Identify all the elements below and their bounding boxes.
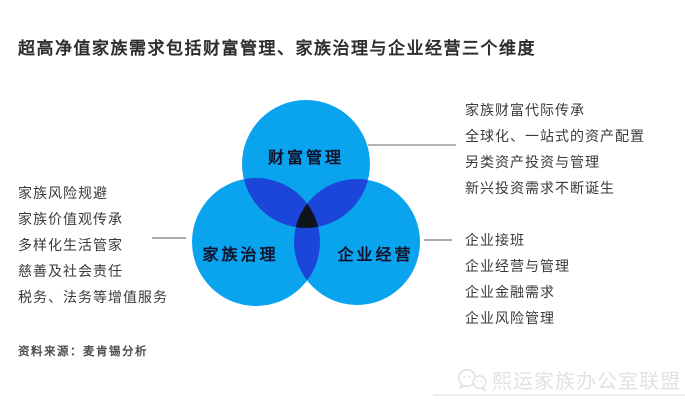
right-top-note-list: 家族财富代际传承 全球化、一站式的资产配置 另类资产投资与管理 新兴投资需求不断… [465, 99, 645, 203]
list-item: 企业风险管理 [465, 312, 555, 327]
list-item: 家族价值观传承 [18, 213, 123, 228]
venn-label-business: 企业经营 [337, 247, 414, 264]
list-item: 企业经营与管理 [465, 260, 570, 275]
page-title: 超高净值家族需求包括财富管理、家族治理与企业经营三个维度 [18, 39, 536, 58]
source-note: 资料来源：麦肯锡分析 [18, 346, 148, 358]
venn-overlap-wealth-business [294, 179, 370, 228]
list-item: 多样化生活管家 [18, 239, 123, 254]
list-item: 家族风险规避 [18, 187, 108, 202]
watermark: 熙运家族办公室联盟 [455, 365, 681, 394]
left-note-list: 家族风险规避 家族价值观传承 多样化生活管家 慈善及社会责任 税务、法务等增值服… [18, 182, 168, 312]
list-item: 新兴投资需求不断诞生 [465, 182, 615, 197]
venn-overlap-wealth-family [242, 178, 320, 228]
list-item: 另类资产投资与管理 [465, 156, 600, 171]
list-item: 慈善及社会责任 [18, 265, 123, 280]
right-bottom-note-list: 企业接班 企业经营与管理 企业金融需求 企业风险管理 [465, 229, 570, 333]
watermark-text: 熙运家族办公室联盟 [492, 371, 681, 393]
footer-divider [433, 394, 685, 396]
list-item: 家族财富代际传承 [465, 104, 585, 119]
venn-label-family: 家族治理 [202, 247, 279, 264]
list-item: 税务、法务等增值服务 [18, 291, 168, 306]
list-item: 企业接班 [465, 234, 525, 249]
wechat-icon [455, 367, 489, 393]
list-item: 企业金融需求 [465, 286, 555, 301]
venn-label-wealth: 财富管理 [267, 150, 344, 167]
list-item: 全球化、一站式的资产配置 [465, 130, 645, 145]
